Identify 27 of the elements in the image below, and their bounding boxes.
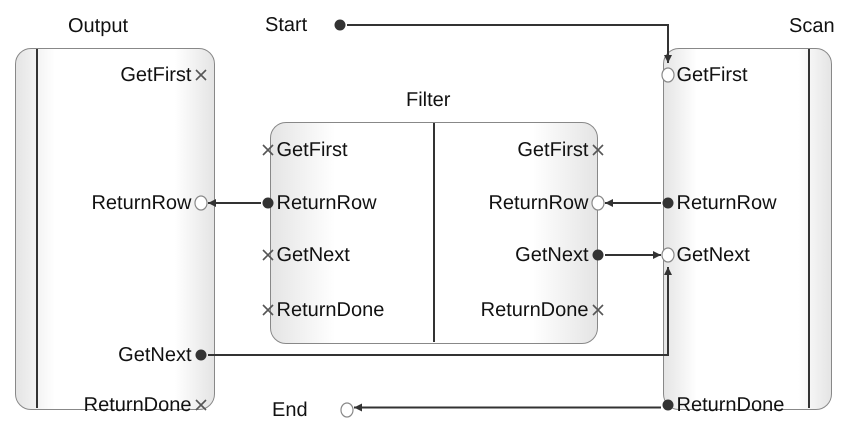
component-title: Filter: [406, 89, 450, 112]
port-name: GetNext: [276, 242, 350, 266]
port-name: GetFirst: [517, 138, 588, 162]
arrow: [347, 24, 672, 63]
port-name: ReturnDone: [676, 392, 784, 416]
terminal-label: Start: [265, 13, 308, 37]
port-name: ReturnDone: [480, 298, 588, 322]
port-name: ReturnDone: [276, 298, 384, 322]
port-name: GetNext: [676, 242, 750, 266]
arrow: [605, 251, 661, 259]
port-name: ReturnRow: [676, 190, 777, 214]
port-name: ReturnRow: [91, 190, 192, 214]
terminal-label: End: [272, 398, 308, 422]
port-name: GetFirst: [120, 62, 192, 86]
port-name: ReturnRow: [488, 190, 588, 214]
arrow: [208, 199, 261, 207]
arrow: [354, 404, 661, 412]
arrow: [605, 199, 661, 207]
port-name: GetFirst: [276, 138, 348, 162]
port-name: GetNext: [118, 342, 192, 366]
port-name: GetFirst: [676, 62, 748, 86]
component-title: Output: [68, 15, 128, 38]
component-title: Scan: [789, 15, 835, 38]
port-name: ReturnRow: [276, 190, 377, 214]
arrow: [208, 267, 672, 356]
port-name: GetNext: [515, 242, 588, 266]
port-name: ReturnDone: [84, 392, 192, 416]
